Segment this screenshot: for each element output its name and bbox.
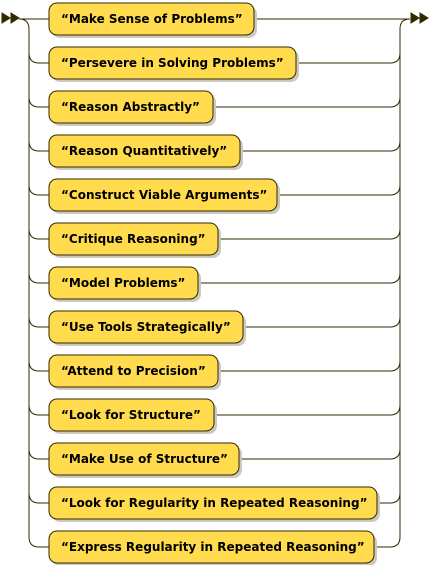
term-box: “Use Tools Strategically” [48, 310, 246, 346]
term-label: “Critique Reasoning” [61, 232, 206, 246]
term-box: “Attend to Precision” [48, 354, 221, 390]
term-box: “Model Problems” [48, 266, 201, 302]
term-box: “Look for Structure” [48, 398, 217, 434]
term-label: “Model Problems” [61, 276, 185, 290]
term-label: “Persevere in Solving Problems” [61, 56, 284, 70]
choice-terms: “Make Sense of Problems” “Persevere in So… [48, 2, 380, 565]
end-marker-icon [410, 12, 429, 24]
term-label: “Make Use of Structure” [61, 452, 228, 466]
term-box: “Critique Reasoning” [48, 222, 221, 258]
term-label: “Construct Viable Arguments” [61, 188, 267, 202]
term-label: “Reason Quantitatively” [61, 144, 227, 158]
term-box: “Make Use of Structure” [48, 442, 242, 478]
term-box: “Construct Viable Arguments” [48, 178, 280, 214]
term-box: “Reason Abstractly” [48, 90, 216, 126]
term-label: “Express Regularity in Repeated Reasonin… [61, 540, 365, 554]
term-label: “Use Tools Strategically” [61, 320, 231, 334]
start-marker-icon [1, 12, 20, 24]
term-box: “Persevere in Solving Problems” [48, 46, 299, 82]
connector-lines [18, 18, 411, 548]
term-label: “Look for Structure” [61, 408, 201, 422]
term-label: “Attend to Precision” [61, 364, 206, 378]
term-label: “Make Sense of Problems” [61, 12, 243, 26]
term-box: “Look for Regularity in Repeated Reasoni… [48, 486, 380, 522]
term-label: “Look for Regularity in Repeated Reasoni… [61, 496, 367, 510]
term-box: “Express Regularity in Repeated Reasonin… [48, 530, 377, 565]
term-label: “Reason Abstractly” [61, 100, 200, 114]
term-box: “Reason Quantitatively” [48, 134, 243, 170]
term-box: “Make Sense of Problems” [48, 2, 257, 38]
